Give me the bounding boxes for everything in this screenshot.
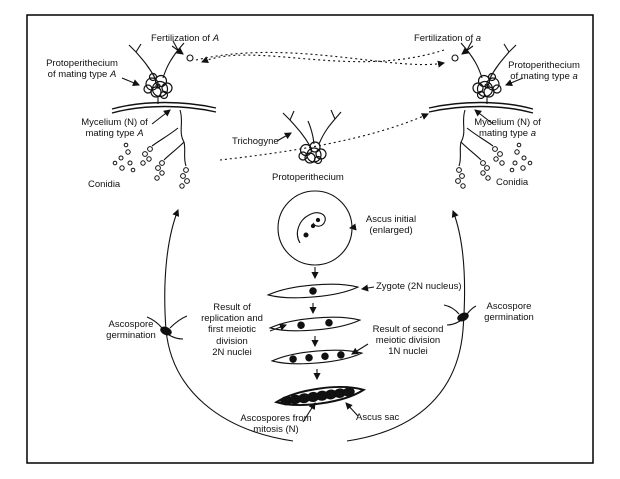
label-line: Result of second (372, 324, 444, 335)
ascospore-germination-left-shape (146, 315, 188, 340)
mating-type-structure-left (111, 40, 217, 189)
label-line: germination (106, 330, 156, 342)
label-pointer-arrows (121, 45, 184, 125)
label-zygote: Zygote (2N nucleus) (376, 281, 462, 292)
label-trichogyne: Trichogyne (232, 136, 279, 147)
label-protoperithecium-left: Protoperithecium of mating type A (36, 58, 128, 80)
label-ascus-initial: Ascus initial (enlarged) (355, 214, 427, 236)
label-conidia-left: Conidia (88, 179, 121, 190)
label-line: 1N nuclei (388, 346, 428, 358)
label-first-division: Result of replication and first meiotic … (196, 302, 268, 358)
second-division-ascus (270, 349, 364, 365)
conidia-cluster (112, 142, 190, 189)
mating-type-A-text: A (109, 69, 117, 81)
label-line: Ascospores from (240, 413, 312, 424)
label-line: meiotic division (375, 335, 441, 347)
zygote-ascus (266, 283, 360, 299)
label-protoperithecium-center: Protoperithecium (272, 172, 344, 183)
label-conidia-right: Conidia (496, 177, 529, 188)
label-line: Result of (213, 302, 251, 313)
trichogyne-branch (128, 43, 157, 81)
label-second-division: Result of second meiotic division 1N nuc… (366, 324, 450, 358)
label-line: replication and (201, 313, 263, 325)
protoperithecium-knot (143, 72, 173, 100)
ascus-initial-circle (277, 190, 353, 266)
label-protoperithecium-right: Protoperithecium of mating type a (498, 60, 590, 82)
label-line: Ascus initial (365, 214, 417, 225)
label-line: 2N nuclei (212, 346, 252, 358)
label-line: division (216, 335, 248, 347)
mating-type-A-text: A (212, 33, 220, 44)
label-line: Ascospore (486, 301, 532, 312)
mating-type-a-text: a (572, 71, 578, 83)
label-line: Mycelium (N) of (474, 117, 541, 128)
label-ascospores-mitosis: Ascospores from mitosis (N) (236, 413, 316, 435)
mating-type-a-text: a (530, 128, 537, 140)
label-line: of mating type a (510, 71, 578, 83)
label-text: Fertilization of (150, 33, 213, 44)
conidiophore (151, 109, 187, 167)
cycle-arc-left (164, 209, 294, 442)
label-line: Protoperithecium (46, 58, 118, 69)
trichogyne-pointer-arrow (276, 132, 292, 142)
label-fertilization-right: Fertilization of a (395, 33, 500, 44)
label-text: Fertilization of (413, 33, 476, 44)
label-ascospore-germination-right: Ascospore germination (478, 301, 540, 323)
label-line: mating type a (478, 128, 537, 140)
label-fertilization-left: Fertilization of A (130, 33, 240, 44)
label-line: first meiotic (207, 324, 257, 336)
ascospore-germination-right-shape (443, 304, 477, 326)
mating-type-a-text: a (475, 33, 482, 44)
conidium-circle (186, 54, 194, 62)
label-line: mating type A (85, 128, 144, 140)
mycelium-line (111, 101, 217, 114)
label-mycelium-left: Mycelium (N) of mating type A (72, 117, 157, 139)
label-line: of mating type A (47, 69, 117, 81)
cycle-arc-right (346, 209, 466, 442)
fertilization-dotted-paths (195, 49, 446, 161)
label-line: Ascospore (108, 319, 154, 330)
label-line: mitosis (N) (253, 424, 299, 436)
first-division-ascus (268, 316, 362, 332)
label-ascus-sac: Ascus sac (356, 412, 400, 423)
diagram-border (26, 14, 594, 464)
ascus-development-sequence (266, 190, 366, 406)
ascus-sac-shape (274, 386, 366, 406)
label-mycelium-right: Mycelium (N) of mating type a (465, 117, 550, 139)
label-line: germination (484, 312, 534, 324)
label-ascospore-germination-left: Ascospore germination (100, 319, 162, 341)
label-line: Mycelium (N) of (81, 117, 148, 128)
label-line: Protoperithecium (508, 60, 580, 71)
protoperithecium-knot (298, 141, 327, 165)
mating-type-A-text: A (137, 128, 144, 140)
central-label-arrows (269, 223, 375, 423)
crozier-cell (296, 212, 326, 244)
label-line: (enlarged) (369, 225, 413, 237)
trichogyne-branch (307, 120, 315, 145)
center-protoperithecium-structure (276, 109, 342, 165)
trichogyne-branch (282, 110, 311, 147)
trichogyne-branch (318, 109, 342, 145)
